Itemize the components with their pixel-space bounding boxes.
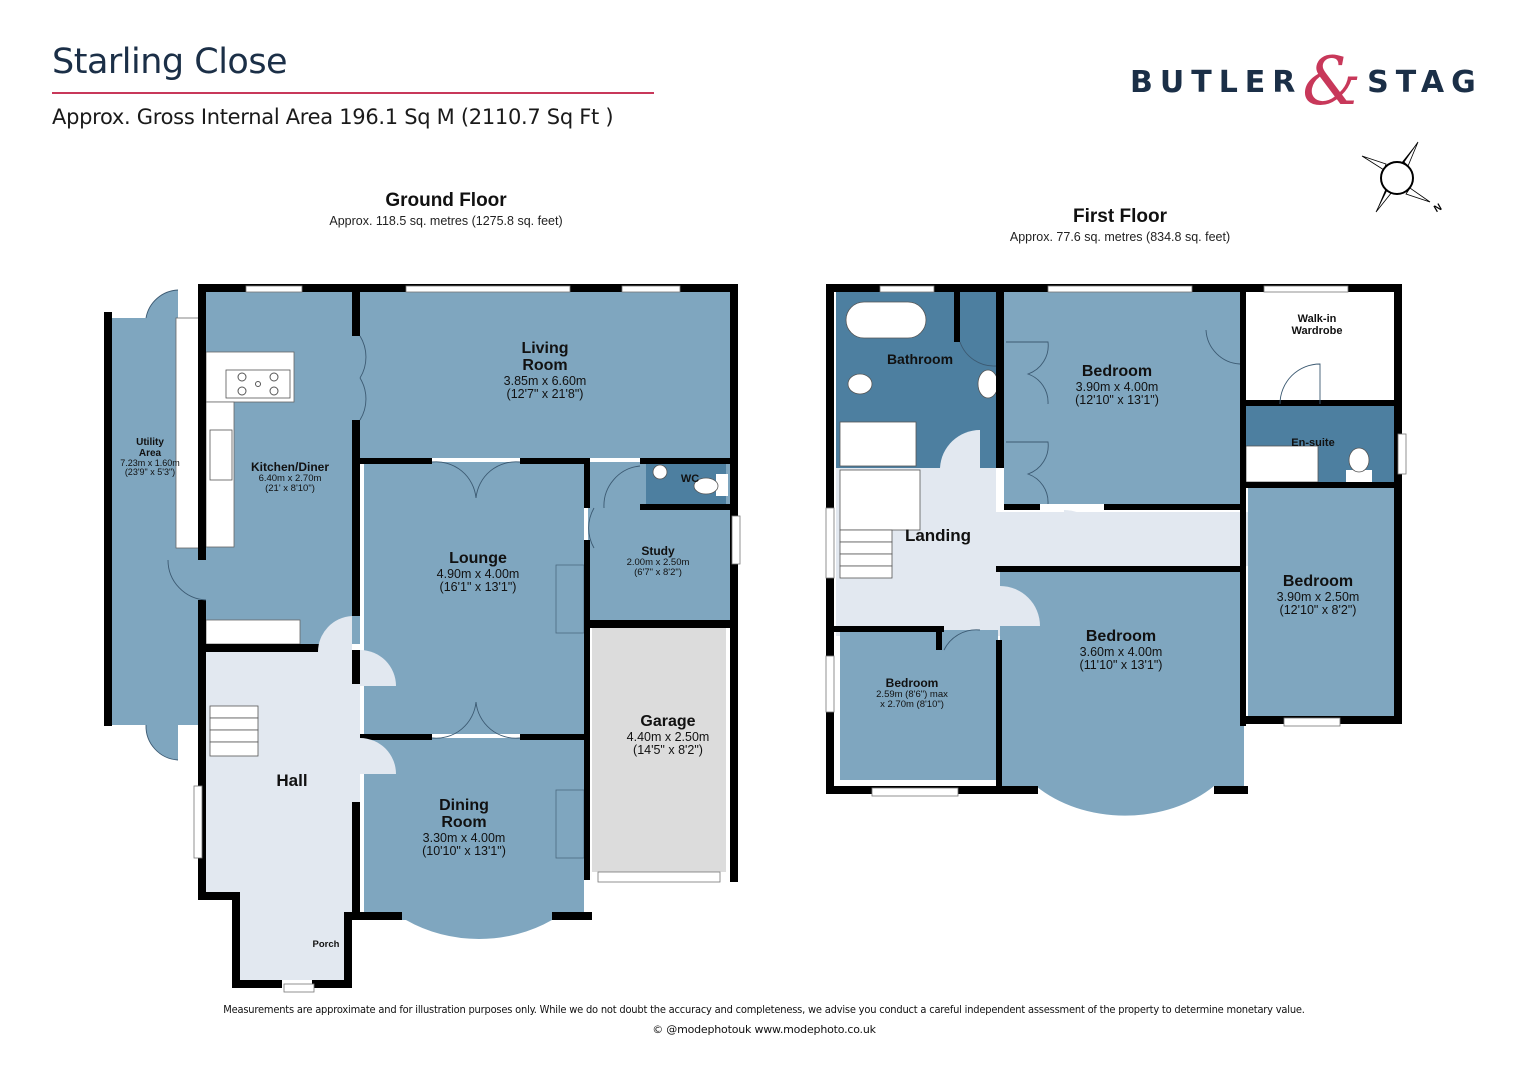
page-title: Starling Close bbox=[52, 42, 288, 82]
landing-floor bbox=[836, 468, 1244, 636]
room-label-living-room: Living Room 3.85m x 6.60m (12'7" x 21'8"… bbox=[503, 340, 587, 401]
bedroom-1-floor bbox=[1004, 292, 1240, 504]
room-label-landing: Landing bbox=[904, 526, 972, 545]
room-label-utility-area: Utility Area 7.23m x 1.60m (23'9" x 5'3"… bbox=[120, 437, 180, 478]
room-label-en-suite: En-suite bbox=[1291, 437, 1335, 449]
logo-ampersand: & bbox=[1302, 43, 1362, 120]
walk-in-wardrobe-floor bbox=[1244, 292, 1394, 400]
ground-floor-area: Approx. 118.5 sq. metres (1275.8 sq. fee… bbox=[329, 214, 563, 228]
bedroom-4-floor bbox=[840, 630, 998, 780]
brand-logo: BUTLER & STAG bbox=[1130, 43, 1483, 120]
first-floor-plan bbox=[825, 284, 1407, 816]
first-floor-heading: First Floor Approx. 77.6 sq. metres (834… bbox=[970, 206, 1270, 244]
disclaimer-text: Measurements are approximate and for ill… bbox=[223, 1003, 1305, 1016]
room-label-bathroom: Bathroom bbox=[886, 351, 954, 367]
logo-word-left: BUTLER bbox=[1130, 64, 1303, 100]
logo-word-right: STAG bbox=[1367, 64, 1483, 100]
bedroom-2-floor bbox=[1248, 488, 1394, 716]
compass-rose-icon: N bbox=[1361, 141, 1444, 215]
room-label-bedroom-4: Bedroom 2.59m (8'6") max x 2.70m (8'10") bbox=[876, 676, 948, 710]
first-floor-area: Approx. 77.6 sq. metres (834.8 sq. feet) bbox=[1009, 230, 1231, 244]
ground-floor-heading: Ground Floor Approx. 118.5 sq. metres (1… bbox=[296, 190, 596, 228]
dining-room-floor bbox=[364, 738, 584, 939]
ground-floor-title: Ground Floor bbox=[385, 190, 507, 211]
gross-internal-area: Approx. Gross Internal Area 196.1 Sq M (… bbox=[52, 105, 614, 129]
living-room-floor bbox=[360, 292, 730, 458]
photographer-credit: © @modephotouk www.modephoto.co.uk bbox=[652, 1023, 876, 1036]
title-underline-divider bbox=[52, 92, 654, 94]
room-label-bedroom-3: Bedroom 3.60m x 4.00m (11'10" x 13'1") bbox=[1079, 628, 1163, 672]
bedroom-3-floor bbox=[1000, 570, 1244, 816]
room-label-lounge: Lounge 4.90m x 4.00m (16'1" x 13'1") bbox=[436, 550, 520, 594]
room-label-bedroom-2: Bedroom 3.90m x 2.50m (12'10" x 8'2") bbox=[1276, 573, 1360, 617]
hall-floor bbox=[206, 652, 360, 980]
room-label-study: Study 2.00m x 2.50m (6'7" x 8'2") bbox=[626, 544, 690, 578]
lounge-floor bbox=[364, 462, 584, 734]
garage-floor bbox=[592, 628, 726, 872]
room-label-walk-in-wardrobe: Walk-in Wardrobe bbox=[1291, 313, 1343, 337]
room-label-dining-room: Dining Room 3.30m x 4.00m (10'10" x 13'1… bbox=[422, 797, 506, 858]
ground-floor-plan bbox=[104, 284, 741, 993]
compass-north-label: N bbox=[1432, 202, 1444, 215]
room-label-bedroom-1: Bedroom 3.90m x 4.00m (12'10" x 13'1") bbox=[1075, 363, 1159, 407]
room-label-wc: WC bbox=[680, 473, 700, 485]
room-label-porch: Porch bbox=[312, 939, 340, 950]
room-label-garage: Garage 4.40m x 2.50m (14'5" x 8'2") bbox=[626, 713, 710, 757]
room-label-hall: Hall bbox=[276, 771, 308, 790]
first-floor-title: First Floor bbox=[1073, 206, 1167, 227]
room-label-kitchen-diner: Kitchen/Diner 6.40m x 2.70m (21' x 8'10"… bbox=[250, 460, 330, 494]
